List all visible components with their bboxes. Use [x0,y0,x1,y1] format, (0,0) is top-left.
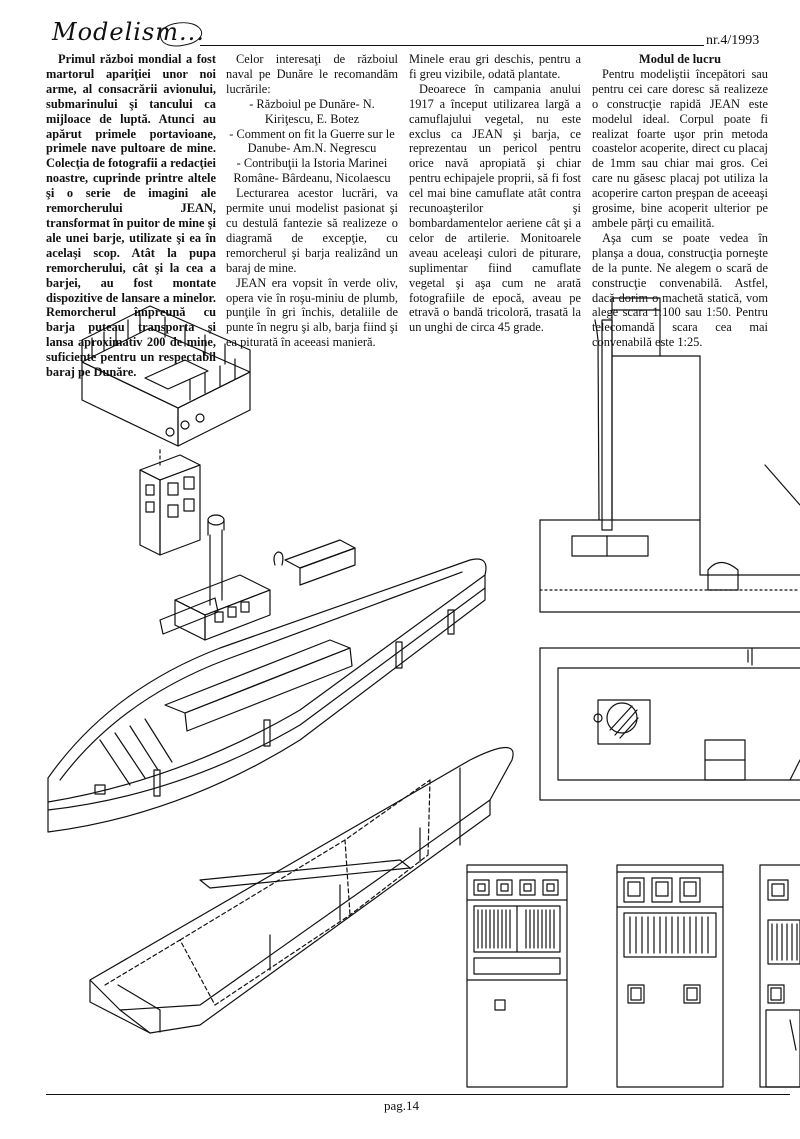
side-elevation-funnel [539,297,800,613]
barge-hull-drawing [89,747,514,1034]
footer-rule [46,1094,790,1095]
reference-1: - Războiul pe Dunăre- N. Kiriţescu, E. B… [249,96,375,126]
column-1-text: Primul război mondial a fost martorul ap… [46,52,216,380]
plan-view-deck [539,647,800,801]
reference-3: - Contribuţii la Istoria Marinei Române-… [233,156,391,186]
deckhouse-elevation-3 [759,864,800,1088]
column-2-intro: Celor interesaţi de războiul naval pe Du… [226,52,398,96]
column-4: Modul de lucru Pentru modeliştii începăt… [592,52,768,350]
column-2-paragraph-3: JEAN era vopsit în verde oliv, opera vie… [226,275,398,350]
column-2: Celor interesaţi de războiul naval pe Du… [226,52,398,350]
deckhouse-elevation-2 [616,864,724,1088]
deckhouse-elevation-1 [466,864,568,1088]
tug-jean-hull-drawing [47,514,487,833]
deckhouse-exploded-drawing [81,305,251,556]
magazine-logo: Modelism... [52,18,205,46]
column-3-paragraph-2: Deoarece în campania anului 1917 a încep… [409,81,581,335]
header-rule [200,45,704,46]
reference-2: - Comment on fit la Guerre sur le Danube… [229,126,395,156]
column-4-paragraph-1: Pentru modeliştii începători sau pentru … [592,66,768,230]
column-1: Primul război mondial a fost martorul ap… [46,52,216,380]
column-2-paragraph-2: Lecturarea acestor lucrări, va permite u… [226,186,398,275]
column-3: Minele erau gri deschis, pentru a fi gre… [409,52,581,335]
column-4-paragraph-2: Aşa cum se poate vedea în planşa a doua,… [592,230,768,350]
page-number: pag.14 [384,1098,420,1113]
issue-number: nr.4/1993 [706,33,760,48]
column-4-heading: Modul de lucru [639,52,721,66]
column-3-paragraph-1: Minele erau gri deschis, pentru a fi gre… [409,52,581,81]
